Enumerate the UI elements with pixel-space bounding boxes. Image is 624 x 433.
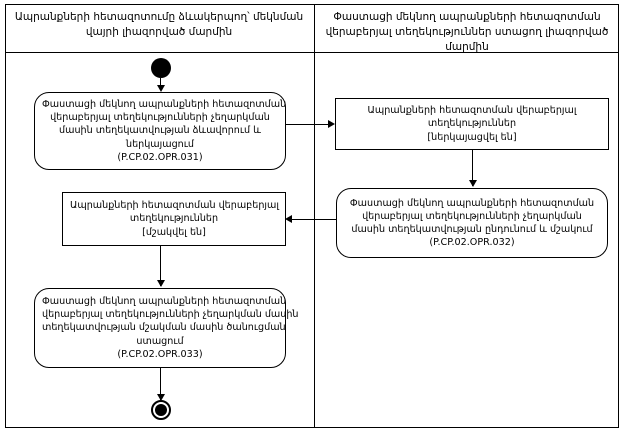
activity-031-line-4: ներկայացում — [125, 138, 195, 150]
activity-031-line-3: մասին տեղեկատվության ձևավորում և — [59, 125, 261, 137]
swimlane-title-left-line2: լիազորված մարմին — [122, 26, 233, 38]
activity-032-line-2: վերաբերյալ տեղեկությունների չեղարկման — [362, 210, 582, 222]
object-presented-state: [ներկայացվել են] — [427, 131, 517, 143]
arrowhead-activity031-to-object-presented — [328, 120, 335, 128]
activity-032-line-1: Փաստացի մեկնող ապրանքների հետազոտման — [349, 197, 595, 209]
swimlane-title-left: Ապրանքների հետազոտումը ձևակերպող՝ մեկնմա… — [6, 10, 312, 40]
activity-031-code: (P.CP.02.OPR.031) — [117, 151, 203, 163]
activity-032-code: (P.CP.02.OPR.032) — [429, 237, 515, 249]
swimlane-vertical-divider — [314, 4, 315, 428]
final-node — [151, 400, 171, 420]
activity-031-line-2: վերաբերյալ տեղեկությունների չեղարկման — [50, 112, 270, 124]
activity-033-code: (P.CP.02.OPR.033) — [117, 348, 203, 360]
object-node-info-processed[interactable]: Ապրանքների հետազոտման վերաբերյալ տեղեկու… — [62, 192, 286, 246]
activity-node-opr-033[interactable]: Փաստացի մեկնող ապրանքների հետազոտման վեր… — [34, 288, 299, 368]
arrowhead-initial-to-activity031 — [157, 85, 165, 92]
swimlane-title-right-line1: Փաստացի մեկնող ապրանքների հետազոտման վեր… — [325, 11, 601, 38]
arrowhead-activity033-to-final — [157, 394, 165, 401]
swimlane-title-right: Փաստացի մեկնող ապրանքների հետազոտման վեր… — [316, 10, 618, 55]
arrowhead-object-processed-to-activity033 — [157, 280, 165, 287]
activity-033-line-3: տեղեկատվության մշակման մասին ծանուցման — [42, 322, 286, 334]
arrowhead-object-presented-to-activity032 — [469, 180, 477, 187]
activity-node-opr-031[interactable]: Փաստացի մեկնող ապրանքների հետազոտման վեր… — [34, 92, 286, 170]
object-node-info-presented[interactable]: Ապրանքների հետազոտման վերաբերյալ տեղեկու… — [335, 98, 609, 150]
connector-activity033-to-final — [160, 368, 161, 400]
activity-node-opr-032[interactable]: Փաստացի մեկնող ապրանքների հետազոտման վեր… — [336, 188, 608, 258]
activity-033-line-1: Փաստացի մեկնող ապրանքների հետազոտման — [42, 295, 287, 307]
arrowhead-activity032-to-object-processed — [285, 215, 292, 223]
object-processed-line-1: Ապրանքների հետազոտման վերաբերյալ — [70, 200, 279, 212]
connector-object-presented-to-activity032 — [472, 150, 473, 186]
final-node-core — [155, 404, 167, 416]
swimlane-title-left-line1: Ապրանքների հետազոտումը ձևակերպող՝ մեկնմա… — [14, 11, 304, 38]
activity-033-line-2: վերաբերյալ տեղեկությունների չեղարկման մա… — [42, 309, 299, 321]
object-presented-line-2: տեղեկություններ — [427, 118, 517, 130]
swimlane-title-right-line2: տեղեկություններ ստացող լիազորված մարմին — [395, 26, 609, 53]
initial-node — [151, 58, 171, 78]
connector-activity031-to-object-presented — [286, 124, 330, 125]
object-processed-state: [մշակվել են] — [142, 226, 206, 238]
object-presented-line-1: Ապրանքների հետազոտման վերաբերյալ — [367, 105, 577, 117]
connector-activity032-to-object-processed — [288, 219, 336, 220]
activity-033-line-4: ստացում — [136, 335, 184, 347]
connector-initial-to-activity031 — [160, 78, 161, 90]
activity-032-line-3: մասին տեղեկատվության ընդունում և մշակում — [351, 224, 593, 235]
swimlane-header-divider — [5, 52, 619, 53]
activity-031-line-1: Փաստացի մեկնող ապրանքների հետազոտման — [42, 98, 287, 110]
object-processed-line-2: տեղեկություններ — [129, 213, 219, 225]
connector-object-processed-to-activity033 — [160, 246, 161, 286]
